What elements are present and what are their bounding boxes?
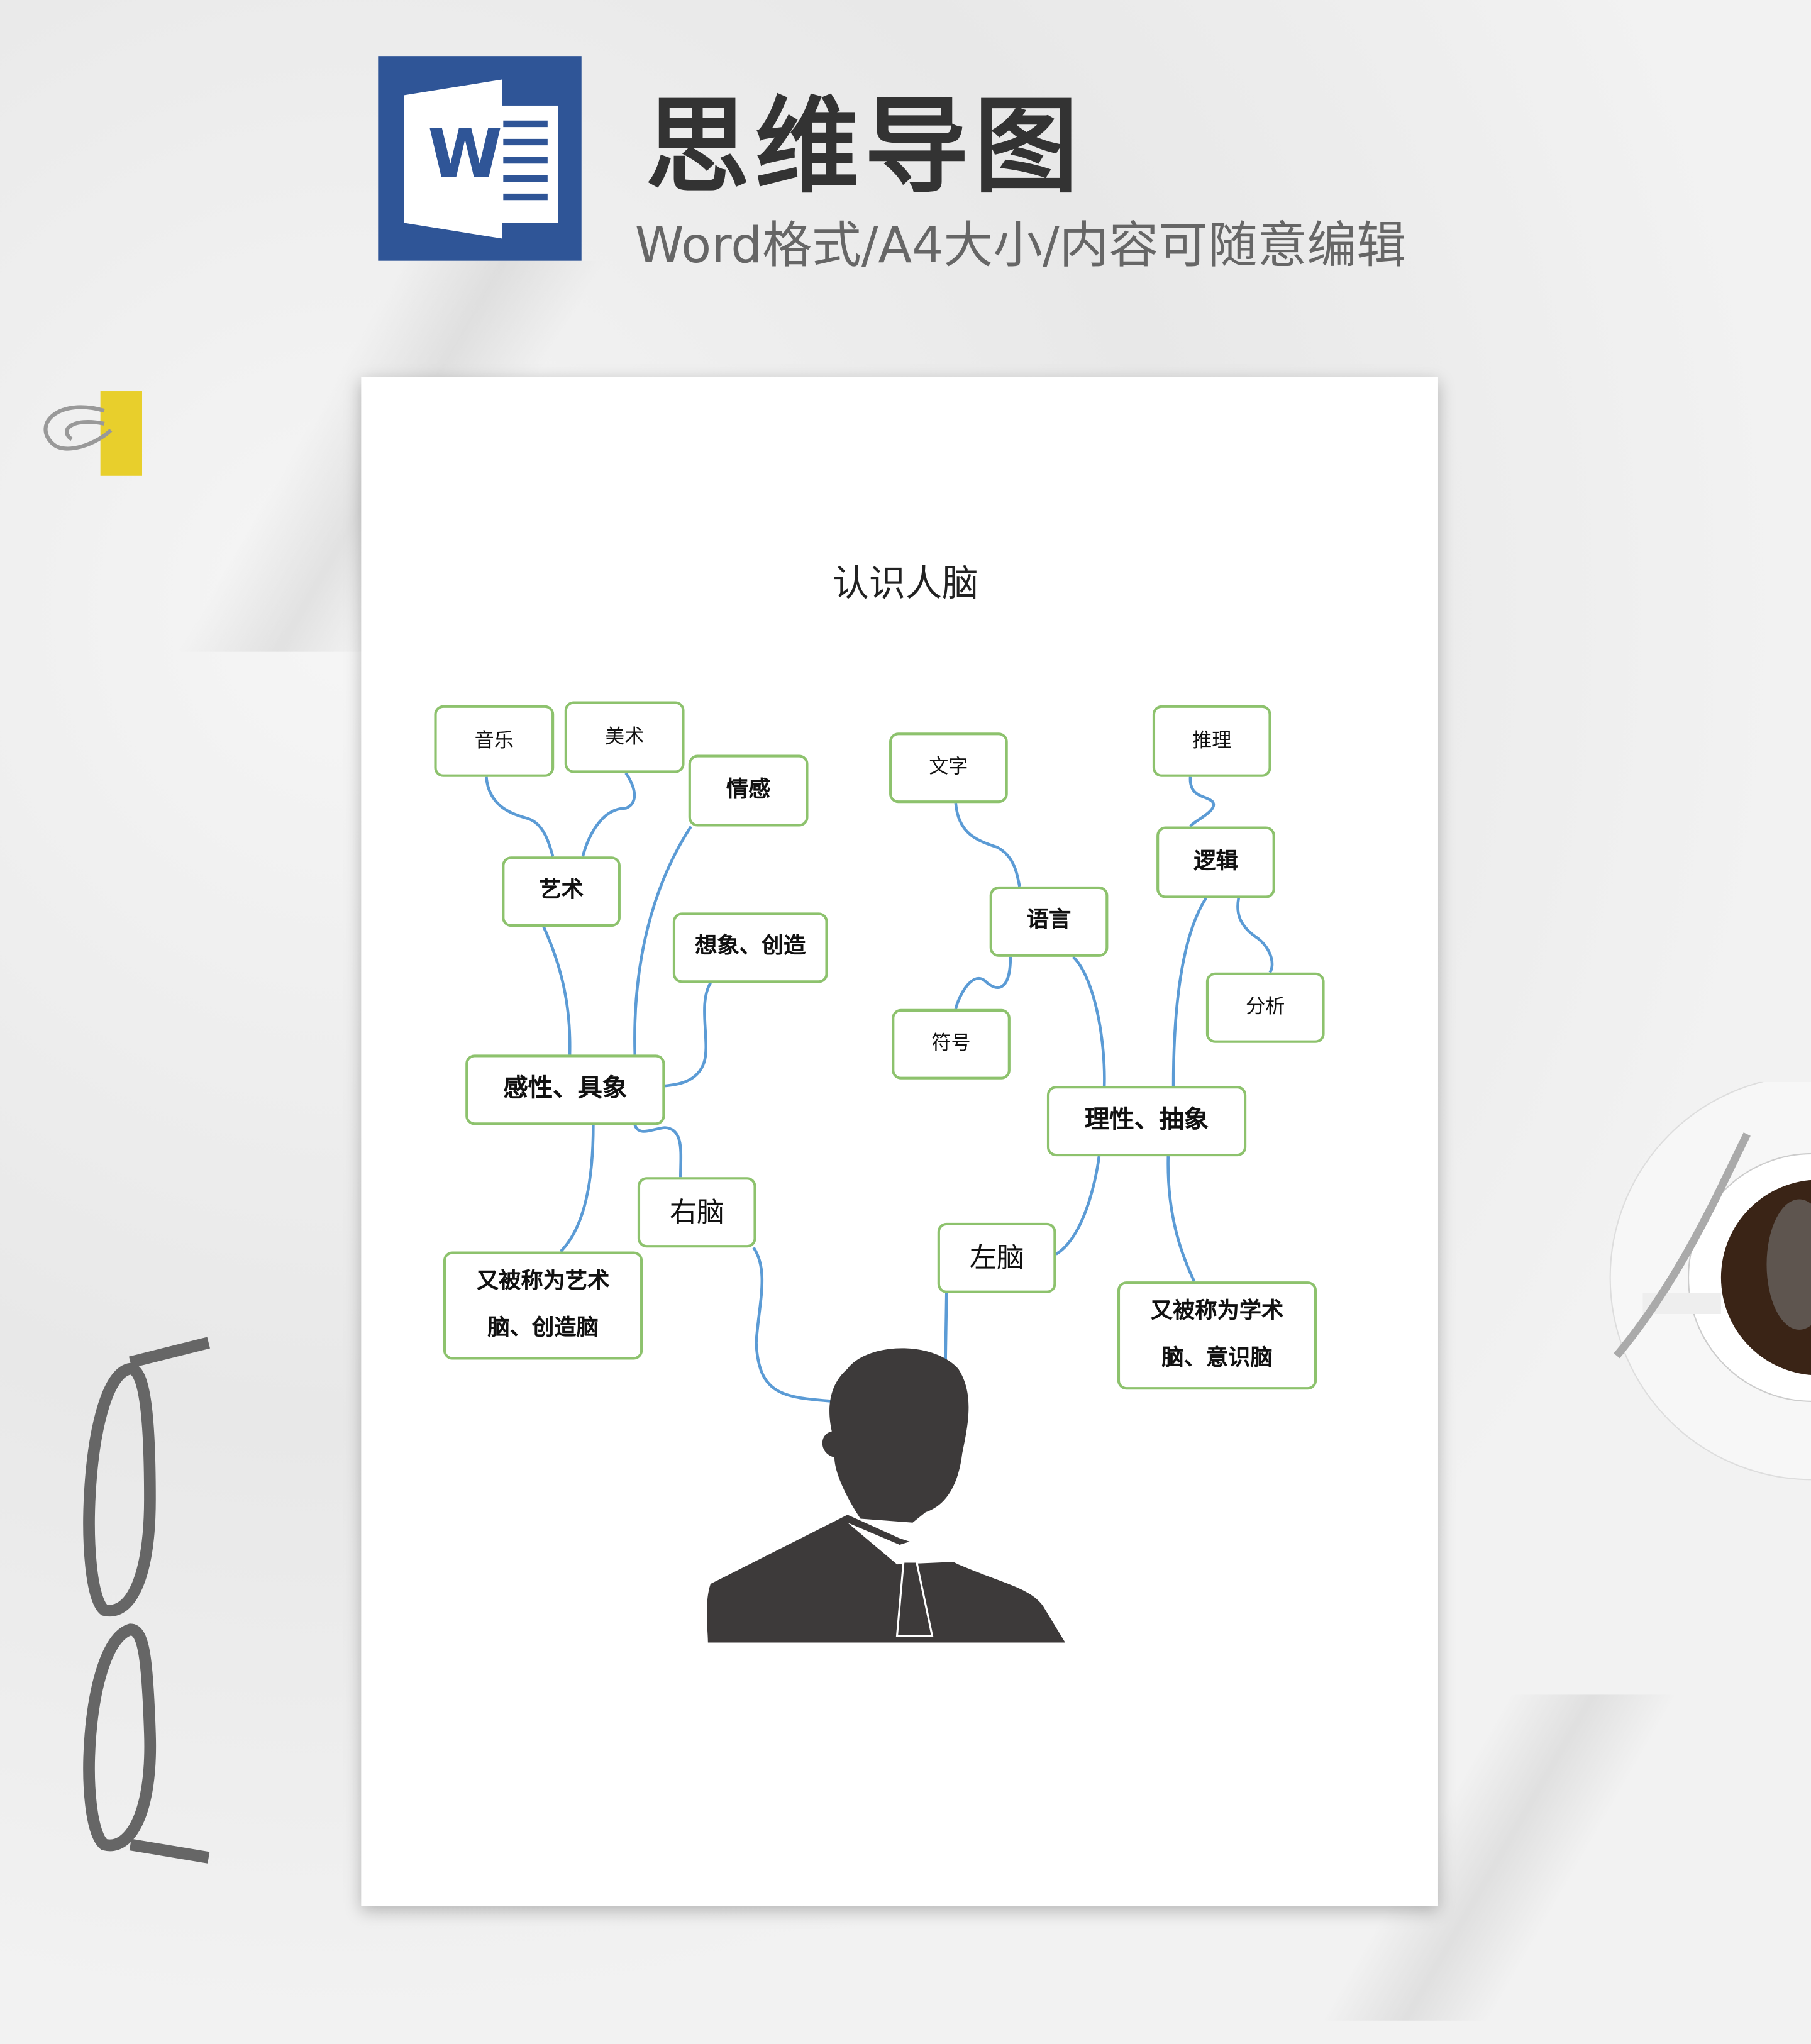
connector <box>633 826 692 1055</box>
mindmap-title: 认识人脑 <box>832 561 979 605</box>
node-rational[interactable]: 理性、抽象 <box>1046 1086 1247 1157</box>
connector <box>633 1124 683 1178</box>
connector <box>485 776 555 857</box>
node-art[interactable]: 艺术 <box>502 856 621 927</box>
binder-clip-icon <box>43 391 143 476</box>
node-left-brain-alias[interactable]: 又被称为学术脑、意识脑 <box>1117 1281 1317 1390</box>
connector <box>559 1125 595 1253</box>
node-language[interactable]: 语言 <box>989 886 1109 957</box>
node-perceptual[interactable]: 感性、具象 <box>465 1054 665 1125</box>
coffee-cup-icon <box>1609 1081 1811 1481</box>
node-text[interactable]: 文字 <box>889 732 1008 804</box>
connector <box>542 926 572 1055</box>
connector <box>1188 776 1216 828</box>
page-title: 思维导图 <box>645 86 1083 207</box>
connector <box>1072 956 1106 1086</box>
connector <box>752 1246 835 1403</box>
node-symbol[interactable]: 符号 <box>892 1008 1011 1080</box>
connector <box>954 803 1021 887</box>
node-right-brain[interactable]: 右脑 <box>637 1177 756 1248</box>
node-analysis[interactable]: 分析 <box>1205 972 1325 1043</box>
document-page <box>361 377 1438 1906</box>
page-subtitle: Word格式/A4大小/内容可随意编辑 <box>634 216 1407 274</box>
glasses-icon <box>83 1337 211 1864</box>
node-emotion[interactable]: 情感 <box>688 754 809 827</box>
connector <box>1171 897 1207 1086</box>
word-logo-letter: W <box>428 116 503 194</box>
connector <box>1055 1156 1101 1256</box>
connector <box>581 772 636 857</box>
node-imagination[interactable]: 想象、创造 <box>672 912 828 983</box>
word-logo: W <box>378 56 582 261</box>
node-music[interactable]: 音乐 <box>434 705 555 777</box>
node-reasoning[interactable]: 推理 <box>1152 705 1271 777</box>
connector <box>1236 898 1274 974</box>
connector <box>1166 1156 1196 1283</box>
person-silhouette <box>707 1348 1065 1643</box>
node-logic[interactable]: 逻辑 <box>1156 826 1275 898</box>
connector <box>665 982 712 1088</box>
node-right-brain-alias[interactable]: 又被称为艺术脑、创造脑 <box>443 1251 643 1360</box>
connector <box>954 956 1012 1010</box>
node-fine-arts[interactable]: 美术 <box>564 701 685 773</box>
node-left-brain[interactable]: 左脑 <box>937 1222 1056 1293</box>
